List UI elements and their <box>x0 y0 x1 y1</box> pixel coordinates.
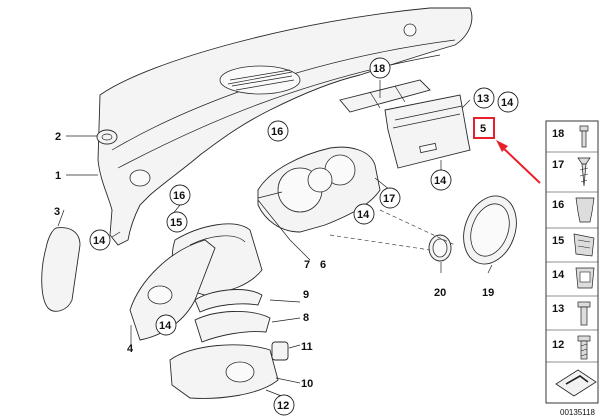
small-vent-grille <box>96 129 118 145</box>
callout-16-circle-top: 16 <box>267 120 289 142</box>
callout-10: 10 <box>301 378 313 390</box>
callout-5-highlight-box <box>473 117 495 139</box>
screw-13-icon <box>577 301 591 326</box>
svg-text:14: 14 <box>93 235 106 247</box>
glove-box-bracket <box>339 79 431 113</box>
callout-6: 6 <box>320 259 326 271</box>
svg-text:18: 18 <box>373 63 385 75</box>
legend-17: 17 <box>552 159 564 171</box>
nut-14-icon <box>575 267 595 289</box>
leader-lines <box>57 80 493 398</box>
svg-text:16: 16 <box>173 190 185 202</box>
callout-14-circle-glovebox: 14 <box>430 169 452 191</box>
svg-text:14: 14 <box>434 175 447 187</box>
svg-text:14: 14 <box>357 209 370 221</box>
legend-13: 13 <box>552 303 564 315</box>
screw-17-icon <box>577 157 591 187</box>
diagram-part-number: 00135118 <box>560 408 596 417</box>
highlight-arrow-head-icon <box>496 140 508 152</box>
legend-18: 18 <box>552 128 564 140</box>
svg-text:14: 14 <box>159 320 172 332</box>
callout-20: 20 <box>434 287 446 299</box>
steering-column-trim-middle <box>194 310 271 343</box>
callout-2: 2 <box>55 131 61 143</box>
svg-text:15: 15 <box>170 217 182 229</box>
callout-19: 19 <box>482 287 494 299</box>
svg-text:17: 17 <box>383 193 395 205</box>
fastener-legend: 18 17 16 15 14 13 12 <box>545 120 599 404</box>
steering-column-trim-upper <box>194 289 263 313</box>
trim-ring-large <box>463 195 517 265</box>
lower-left-panel <box>129 239 216 341</box>
washer-generic-icon <box>555 369 597 397</box>
steering-column-trim-lower <box>169 344 279 399</box>
svg-text:14: 14 <box>501 97 514 109</box>
callout-13-circle: 13 <box>473 87 495 109</box>
legend-15: 15 <box>552 235 564 247</box>
legend-14: 14 <box>552 269 565 281</box>
screw-12-icon <box>577 335 591 360</box>
top-screw-icon <box>403 23 417 37</box>
center-vent <box>219 65 301 95</box>
svg-text:13: 13 <box>477 93 489 105</box>
callout-1: 1 <box>55 170 61 182</box>
screw-18-icon <box>579 125 589 148</box>
callout-8: 8 <box>303 312 309 324</box>
callout-3: 3 <box>54 206 60 218</box>
side-trim-panel <box>41 227 81 312</box>
callout-5: 5 <box>480 123 486 135</box>
callout-12-circle: 12 <box>273 394 295 416</box>
callout-14-circle-top-right: 14 <box>497 91 519 113</box>
ignition-switch-trim <box>271 341 289 361</box>
callout-7: 7 <box>304 259 310 271</box>
trim-ring-small <box>428 234 452 262</box>
highlight-arrow-icon <box>499 144 541 184</box>
callout-9: 9 <box>303 289 309 301</box>
svg-text:16: 16 <box>271 126 283 138</box>
callout-14-circle-left: 14 <box>89 229 111 251</box>
callout-17-circle: 17 <box>379 187 401 209</box>
glove-box <box>384 94 471 169</box>
callout-4: 4 <box>127 343 134 355</box>
callout-14-circle-lower: 14 <box>155 314 177 336</box>
callout-15-circle: 15 <box>166 211 188 233</box>
callout-11: 11 <box>301 341 313 353</box>
side-vent-round <box>129 169 151 187</box>
callout-18-circle: 18 <box>369 57 391 79</box>
callouts: 1 2 3 4 5 6 7 8 9 10 11 12 13 14 14 <box>54 57 541 416</box>
clip-15-icon <box>573 233 595 257</box>
svg-text:12: 12 <box>277 400 289 412</box>
clip-16-icon <box>575 197 595 223</box>
instrument-panel-housing <box>257 146 381 233</box>
callout-16-circle-left: 16 <box>169 184 191 206</box>
legend-16: 16 <box>552 199 564 211</box>
legend-12: 12 <box>552 339 564 351</box>
callout-14-circle-center: 14 <box>353 203 375 225</box>
